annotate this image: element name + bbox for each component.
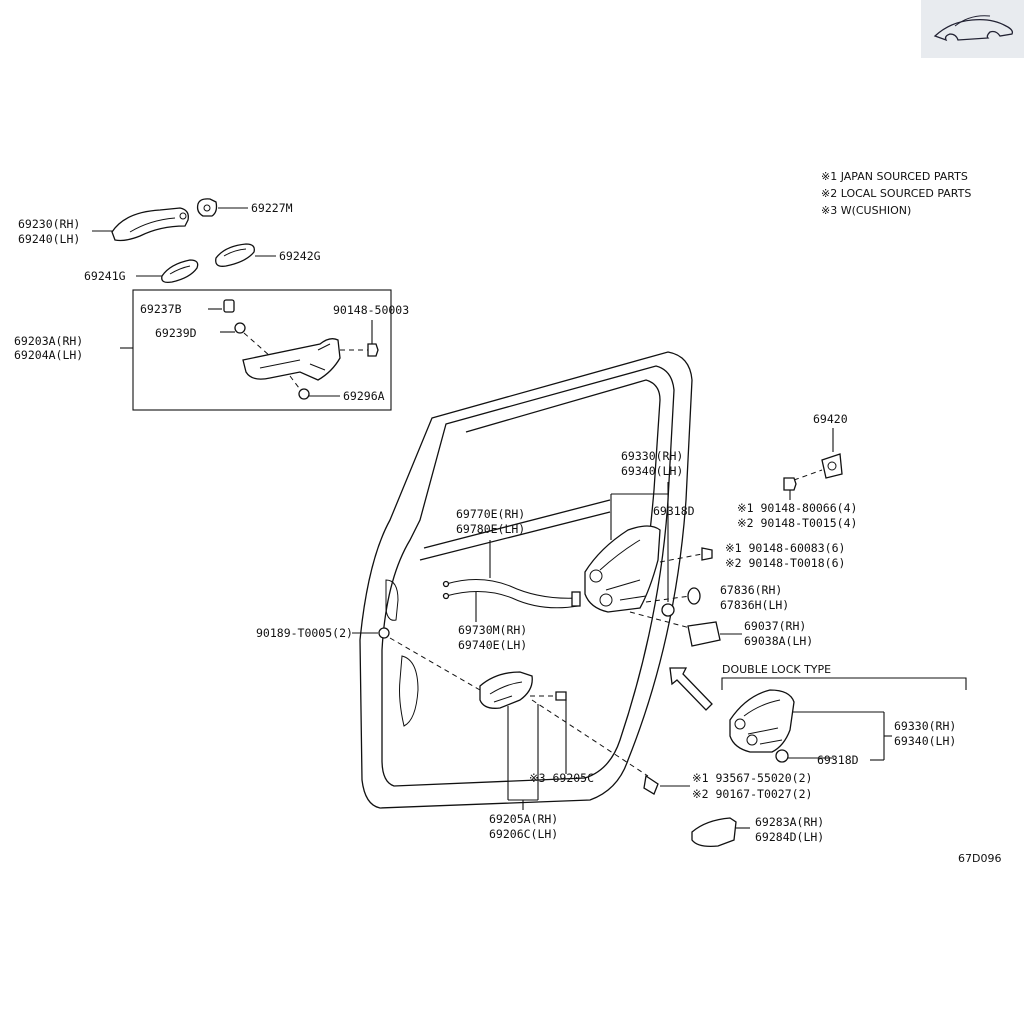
note-1: ※1 JAPAN SOURCED PARTS — [821, 170, 968, 183]
part-labels: 69230(RH) 69240(LH) 69227M 69242G 69241G… — [14, 201, 1001, 865]
label-69242G: 69242G — [279, 249, 321, 263]
outside-handle-part — [92, 207, 189, 242]
label-69239D: 69239D — [155, 326, 197, 340]
label-69420: 69420 — [813, 412, 848, 426]
label-90148-T0018: ※2 90148-T0018(6) — [725, 556, 845, 570]
label-69230: 69230(RH) — [18, 217, 80, 231]
striker-part — [783, 428, 843, 500]
label-69780E: 69780E(LH) — [456, 522, 525, 536]
label-90148-50003: 90148-50003 — [333, 303, 409, 317]
double-lock-assembly-part — [721, 677, 967, 763]
label-69205A: 69205A(RH) — [489, 812, 558, 826]
handle-pad-rear-part — [136, 259, 199, 284]
notes-block: ※1 JAPAN SOURCED PARTS ※2 LOCAL SOURCED … — [821, 170, 971, 217]
label-69283A: 69283A(RH) — [755, 815, 824, 829]
note-3: ※3 W(CUSHION) — [821, 204, 911, 217]
label-69038A: 69038A(LH) — [744, 634, 813, 648]
label-93567-55020: ※1 93567-55020(2) — [692, 771, 812, 785]
handle-frame-part — [208, 299, 379, 400]
label-90189-T0005: 90189-T0005(2) — [256, 626, 353, 640]
label-69340-double: 69340(LH) — [894, 734, 956, 748]
arrow-icon — [669, 667, 713, 711]
label-69205C: ※3 69205C — [529, 771, 594, 785]
car-silhouette-icon — [921, 0, 1024, 58]
label-69330-main: 69330(RH) — [621, 449, 683, 463]
label-67836: 67836(RH) — [720, 583, 782, 597]
label-69237B: 69237B — [140, 302, 182, 316]
label-69037: 69037(RH) — [744, 619, 806, 633]
clip-part — [352, 627, 481, 691]
label-69318D-main: 69318D — [653, 504, 695, 518]
label-69296A: 69296A — [343, 389, 385, 403]
label-90148-T0015: ※2 90148-T0015(4) — [737, 516, 857, 530]
label-69241G: 69241G — [84, 269, 126, 283]
handle-cap-part — [196, 198, 248, 217]
door-lock-assembly-part — [584, 482, 742, 647]
handle-frame-box — [132, 289, 392, 411]
diagram-code: 67D096 — [958, 852, 1001, 865]
label-69740E: 69740E(LH) — [458, 638, 527, 652]
handle-pad-part — [215, 243, 276, 267]
note-2: ※2 LOCAL SOURCED PARTS — [821, 187, 971, 200]
label-67836H: 67836H(LH) — [720, 598, 789, 612]
label-69240: 69240(LH) — [18, 232, 80, 246]
label-69203A: 69203A(RH) — [14, 334, 83, 348]
label-double-lock-type: DOUBLE LOCK TYPE — [722, 663, 831, 676]
label-69770E: 69770E(RH) — [456, 507, 525, 521]
handle-cover-part — [691, 817, 750, 848]
label-69330-double: 69330(RH) — [894, 719, 956, 733]
label-69730M: 69730M(RH) — [458, 623, 527, 637]
label-90167-T0027: ※2 90167-T0027(2) — [692, 787, 812, 801]
label-69206C: 69206C(LH) — [489, 827, 558, 841]
label-90148-80066: ※1 90148-80066(4) — [737, 501, 857, 515]
inside-handle-part — [479, 671, 690, 810]
label-69318D-double: 69318D — [817, 753, 859, 767]
label-69340-main: 69340(LH) — [621, 464, 683, 478]
label-69227M: 69227M — [251, 201, 293, 215]
label-69204A: 69204A(LH) — [14, 348, 83, 362]
label-69284D: 69284D(LH) — [755, 830, 824, 844]
label-90148-60083: ※1 90148-60083(6) — [725, 541, 845, 555]
lock-cable-part — [442, 540, 581, 622]
